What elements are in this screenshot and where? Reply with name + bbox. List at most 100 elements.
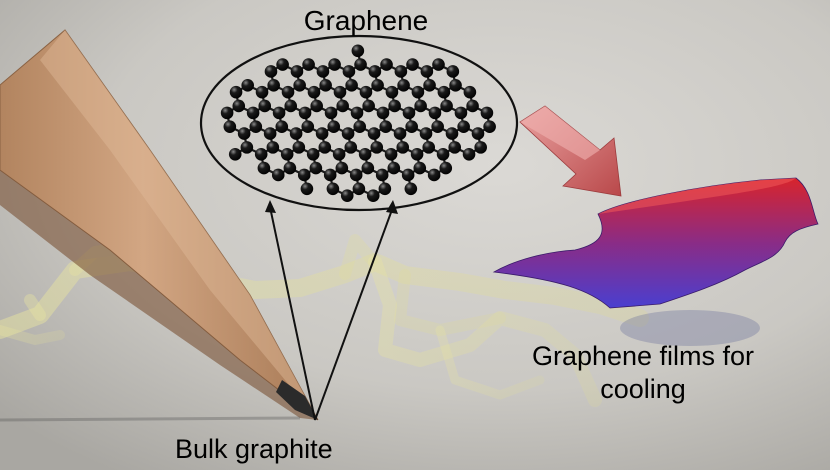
film-shadow	[620, 310, 760, 346]
carbon-atom	[411, 85, 425, 99]
carbon-atom	[293, 78, 306, 92]
carbon-atom	[387, 161, 401, 175]
carbon-atom	[249, 120, 263, 133]
carbon-atom	[440, 99, 453, 113]
carbon-atom	[316, 65, 330, 78]
carbon-atom	[466, 99, 479, 113]
carbon-atom	[266, 141, 280, 154]
carbon-atom	[241, 78, 254, 92]
carbon-atom	[414, 99, 427, 113]
carbon-atom	[361, 161, 375, 175]
carbon-atom	[362, 99, 375, 113]
carbon-atom	[463, 85, 477, 99]
carbon-atom	[423, 78, 436, 92]
carbon-atom	[359, 85, 373, 99]
carbon-atom	[352, 182, 366, 196]
carbon-atom	[323, 168, 337, 182]
carbon-atom	[264, 65, 278, 78]
carbon-atom	[280, 147, 294, 161]
film-highlight	[598, 178, 796, 214]
carbon-atom	[376, 106, 390, 120]
zoom-ellipse	[199, 34, 519, 212]
carbon-atom	[439, 161, 453, 175]
carbon-atom	[290, 65, 304, 78]
carbon-atom	[301, 120, 315, 133]
carbon-atom	[254, 147, 268, 161]
carbon-atom	[384, 147, 398, 161]
carbon-atom	[457, 120, 470, 133]
carbon-atom	[427, 168, 441, 182]
carbon-atom	[258, 99, 272, 113]
carbon-atom	[353, 120, 367, 133]
carbon-atom	[396, 141, 410, 154]
carbon-atom	[298, 106, 312, 120]
carbon-atom	[413, 161, 427, 175]
carbon-atom	[397, 78, 410, 92]
carbon-atom	[420, 65, 434, 78]
carbon-atom	[281, 85, 295, 99]
carbon-atom	[342, 65, 356, 78]
carbon-atom	[402, 106, 416, 120]
carbon-atom	[358, 147, 372, 161]
graphene-film	[492, 177, 819, 309]
carbon-atom	[263, 127, 277, 140]
carbon-atom	[393, 127, 407, 140]
carbon-atom	[401, 168, 415, 182]
carbon-atom	[344, 141, 358, 154]
carbon-atom	[350, 106, 364, 120]
carbon-atom	[271, 168, 285, 182]
films-label-line-1: Graphene films for	[531, 341, 755, 371]
graphene-label: Graphene	[303, 5, 429, 36]
carbon-atom	[405, 120, 418, 133]
carbon-atom	[370, 141, 384, 154]
carbon-atom	[223, 120, 237, 133]
carbon-atom	[471, 127, 485, 140]
carbon-atom	[232, 99, 246, 113]
carbon-atom	[275, 120, 289, 133]
films-label-line-2: cooling	[600, 374, 686, 404]
carbon-atom	[378, 182, 392, 196]
carbon-atom	[367, 127, 381, 140]
carbon-atom	[276, 58, 289, 71]
carbon-atom	[371, 78, 384, 92]
carbon-atom	[431, 120, 444, 133]
carbon-atom	[309, 161, 323, 175]
carbon-atom	[297, 168, 311, 182]
films-for-cooling-label: Graphene films for cooling	[520, 340, 766, 406]
carbon-atom	[272, 106, 286, 120]
carbon-atom	[474, 141, 487, 154]
carbon-atom	[257, 161, 271, 175]
carbon-atom	[318, 141, 332, 154]
carbon-atom	[292, 141, 306, 154]
carbon-atom	[345, 78, 358, 92]
graphene-lattice	[220, 44, 496, 202]
carbon-atom	[349, 168, 363, 182]
carbon-atom	[302, 58, 315, 71]
carbon-atom	[388, 99, 401, 113]
carbon-atom	[432, 58, 445, 71]
carbon-atom	[306, 147, 320, 161]
carbon-atom	[375, 168, 389, 182]
carbon-atom	[319, 78, 332, 92]
carbon-atom	[446, 65, 460, 78]
carbon-atom	[368, 65, 382, 78]
carbon-atom	[448, 141, 462, 154]
carbon-atom	[289, 127, 303, 140]
carbon-atom	[379, 120, 393, 133]
carbon-atom	[240, 141, 254, 154]
transfer-arrow	[519, 105, 622, 197]
carbon-atom	[394, 65, 408, 78]
carbon-atom	[229, 85, 243, 99]
carbon-atom	[284, 99, 298, 113]
carbon-atom	[436, 147, 450, 161]
carbon-atom	[328, 58, 341, 71]
carbon-atom	[340, 189, 354, 202]
carbon-atom	[385, 85, 399, 99]
carbon-atom	[404, 182, 418, 196]
carbon-atom	[354, 58, 367, 71]
carbon-atom	[410, 147, 424, 161]
carbon-atom	[333, 85, 347, 99]
bulk-graphite-label: Bulk graphite	[175, 434, 333, 464]
